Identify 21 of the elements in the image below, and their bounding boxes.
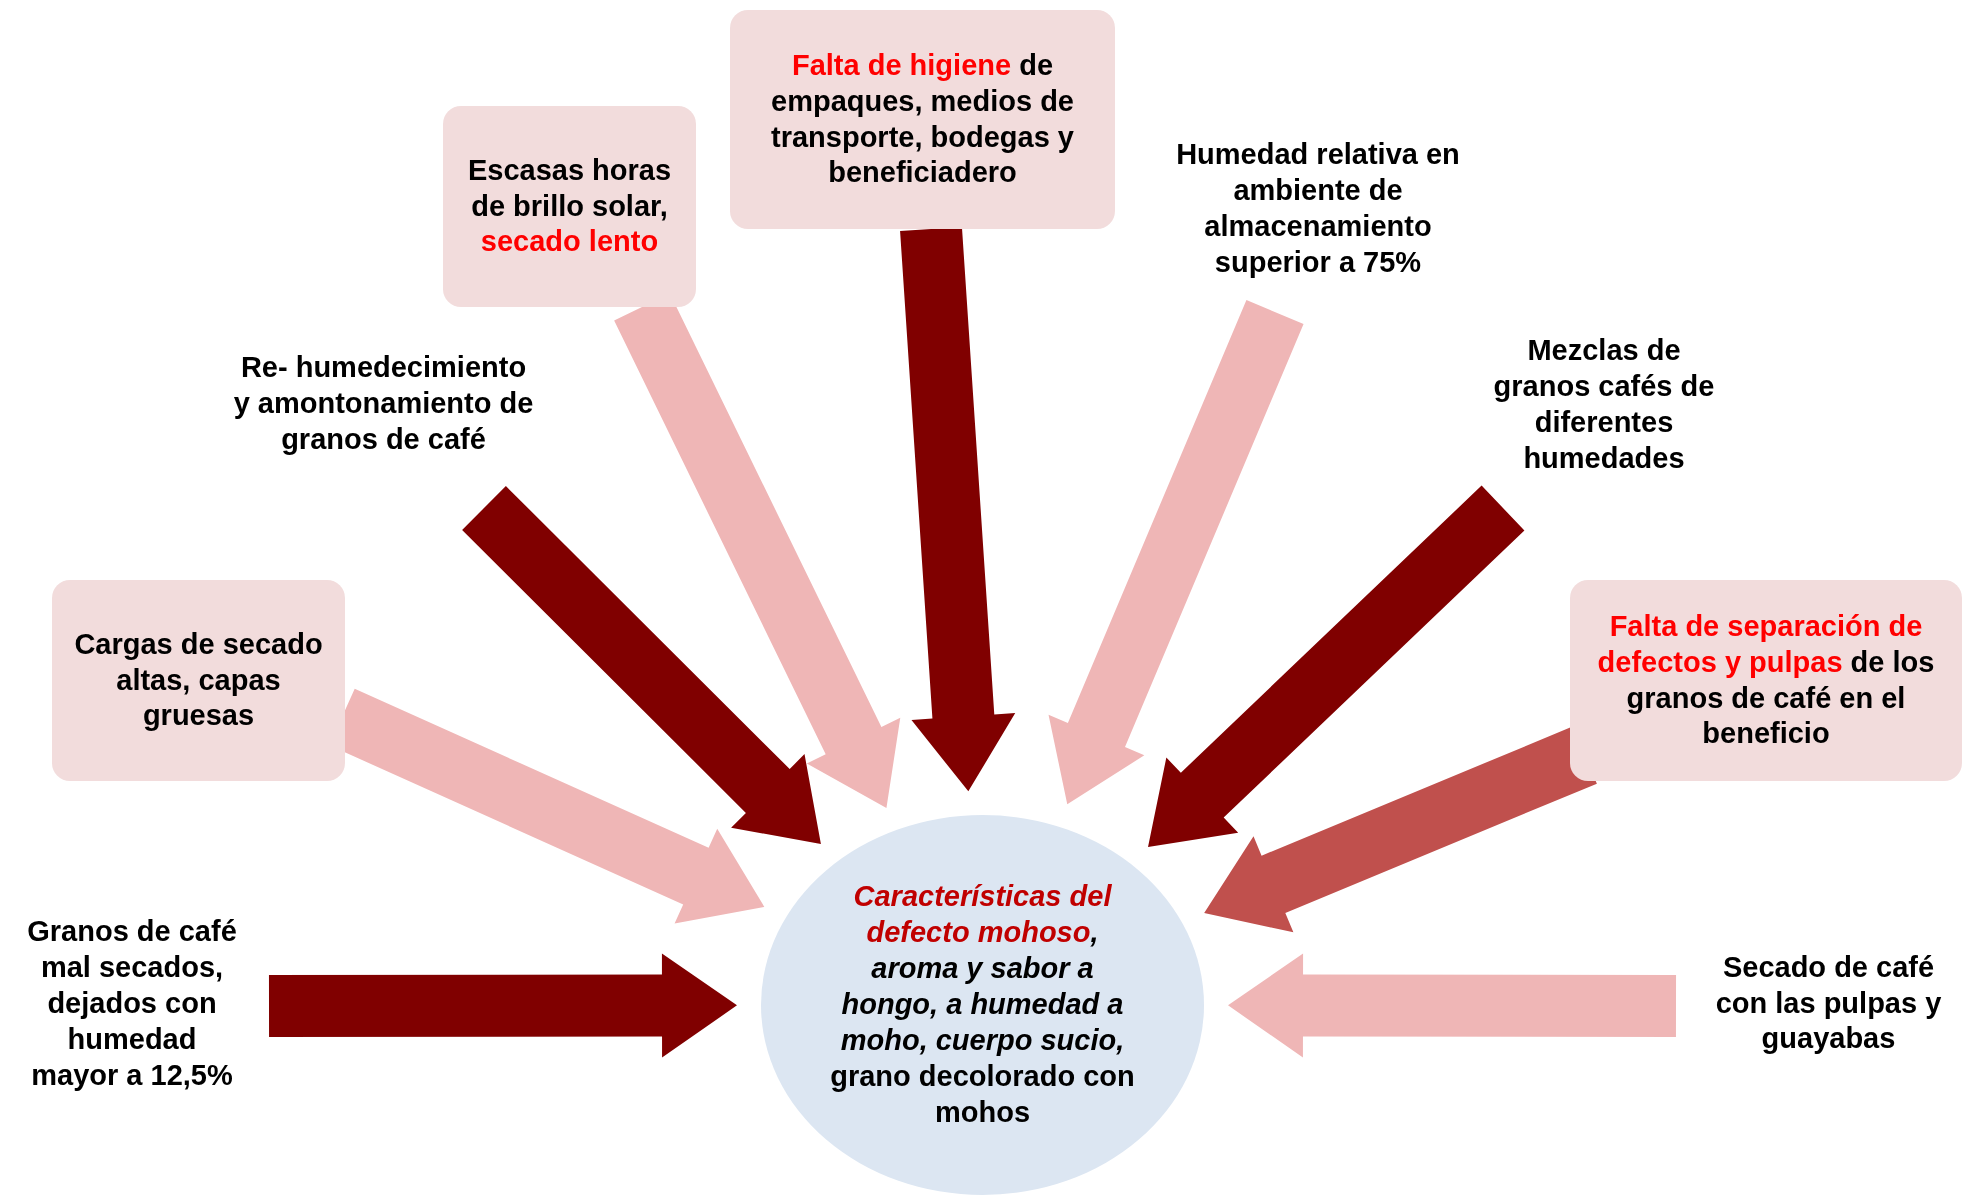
cause-box [52, 580, 345, 781]
cause-text: Humedad relativa en ambiente de almacenamiento superior a 75% [1175, 137, 1461, 280]
cause-box [1570, 580, 1962, 781]
block-arrow [1204, 726, 1597, 933]
cause-text: Secado de café con las pulpas y guayabas [1714, 949, 1943, 1057]
block-arrow [1048, 299, 1304, 805]
block-arrow [1148, 485, 1525, 847]
block-arrow [1228, 953, 1677, 1058]
cause-text: Escasas horas de brillo solar, secado lento [467, 152, 672, 260]
cause-box [730, 10, 1115, 229]
cause-text: Cargas de secado altas, capas gruesas [73, 626, 324, 734]
block-arrow [268, 953, 737, 1058]
block-arrow [462, 486, 821, 844]
cause-box [443, 106, 696, 307]
cause-text: Falta de separación de defectos y pulpas de los granos de café en el beneficio [1596, 608, 1936, 752]
cause-text: Re- humedecimiento y amontonamiento de granos de café [232, 350, 535, 457]
cause-text: Falta de higiene de empaques, medios de transporte, bodegas y beneficiadero [770, 47, 1075, 191]
cause-text: Mezclas de granos cafés de diferentes humedades [1492, 333, 1716, 476]
effect-text: Características del defecto mohoso, aroma y sabor a hongo, a humedad a moho, cuerpo sucio, grano decolorado con mohos [829, 879, 1136, 1130]
cause-text: Granos de café mal secados, dejados con humedad mayor a 12,5% [26, 914, 238, 1093]
block-arrow [900, 226, 1016, 792]
